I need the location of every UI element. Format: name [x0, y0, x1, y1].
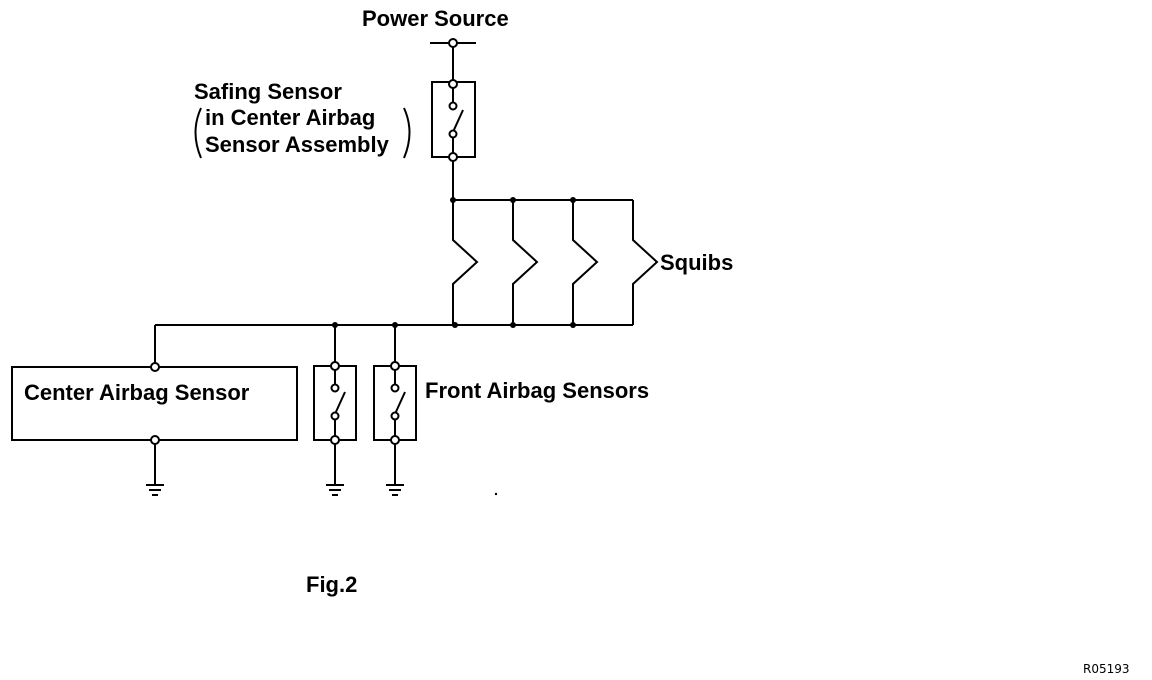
- center-airbag-sensor-label: Center Airbag Sensor: [24, 380, 250, 405]
- right-paren: [403, 107, 411, 159]
- power-source-label: Power Source: [362, 6, 509, 31]
- ground-icon: [146, 484, 164, 496]
- safing-sensor-label-line3: Sensor Assembly: [205, 132, 390, 157]
- squib-2: [512, 200, 539, 325]
- front-airbag-sensors-label: Front Airbag Sensors: [425, 378, 649, 403]
- safing-sensor: [431, 79, 476, 162]
- figure-caption: Fig.2: [306, 572, 357, 597]
- safing-sensor-label: Safing Sensor in Center Airbag Sensor As…: [194, 79, 411, 159]
- reference-code: R05193: [1083, 662, 1130, 676]
- front-airbag-sensor-2: [373, 325, 417, 484]
- ground-icon: [326, 484, 344, 496]
- safing-sensor-label-line1: Safing Sensor: [194, 79, 342, 104]
- squib-1: [452, 200, 479, 325]
- squibs-label: Squibs: [660, 250, 733, 275]
- left-paren: [194, 107, 202, 159]
- squib-4: [632, 200, 659, 325]
- ground-icon: [386, 484, 404, 496]
- stray-dot: [494, 492, 498, 496]
- front-airbag-sensor-1: [313, 325, 357, 484]
- squibs: [452, 200, 659, 325]
- squib-3: [572, 200, 599, 325]
- safing-sensor-label-line2: in Center Airbag: [205, 105, 375, 130]
- power-source-terminal: [430, 38, 476, 83]
- center-airbag-sensor: [11, 325, 298, 484]
- squib-top-bus: [450, 161, 633, 203]
